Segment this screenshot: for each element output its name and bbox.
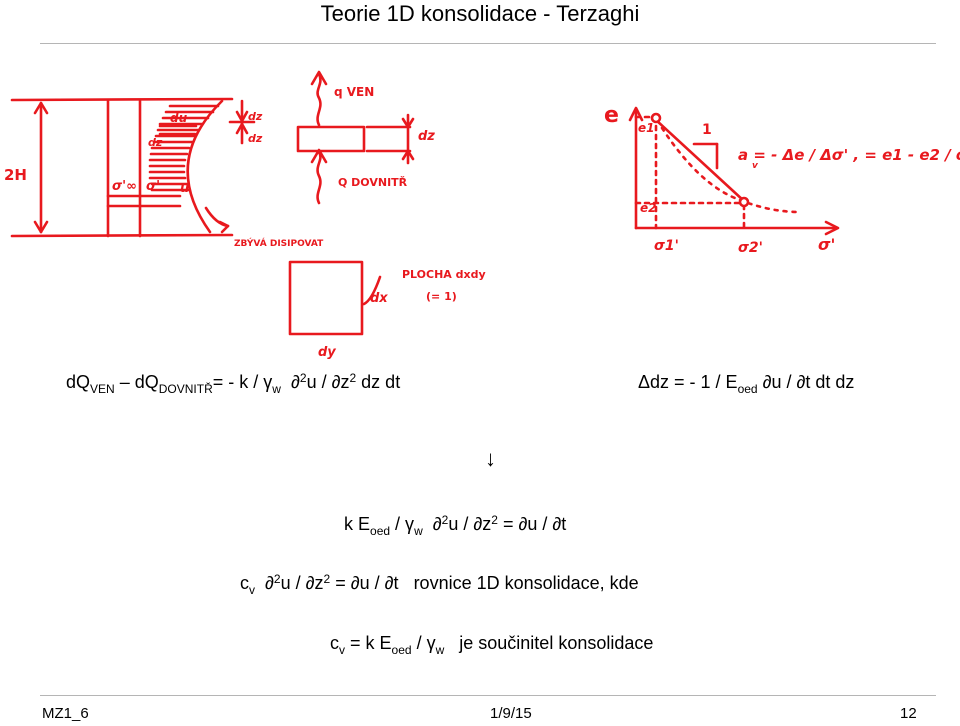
label-dissipate: ZBÝVÁ DISIPOVAT — [234, 237, 324, 249]
label-dz-right: dz — [248, 132, 263, 145]
label-av-sub: v — [752, 161, 759, 171]
footer-divider — [40, 695, 936, 696]
label-2h: 2H — [4, 166, 27, 184]
equation-coefficient: cv = k Eoed / γw je součinitel konsolida… — [330, 633, 654, 657]
label-av-formula: a = - Δe / Δσ' , = e1 - e2 / σ2' - σ1' — [738, 146, 960, 164]
label-du: du — [170, 111, 188, 125]
label-q-dovnitr: Q DOVNITŘ — [338, 176, 408, 189]
label-dz: dz — [148, 136, 163, 149]
equation-compression: Δdz = - 1 / Eoed ∂u / ∂t dt dz — [638, 372, 855, 396]
label-q-ven: q VEN — [334, 85, 374, 99]
label-e-axis: e — [604, 103, 619, 128]
label-z: dz — [248, 110, 263, 123]
equation-consolidation: cv ∂2u / ∂z2 = ∂u / ∂t rovnice 1D konsol… — [240, 572, 639, 597]
down-arrow: ↓ — [485, 446, 496, 471]
label-dx: dx — [370, 291, 388, 306]
footer-date: 1/9/15 — [490, 705, 532, 722]
label-sigma2: σ2' — [738, 240, 763, 256]
equation-combined: k Eoed / γw ∂2u / ∂z2 = ∂u / ∂t — [344, 513, 567, 538]
consolidation-sketch: 2H du dz σ'∞ σ' u ZBÝVÁ DISIPOVAT dz dz … — [4, 70, 960, 360]
label-sigma1: σ1' — [654, 238, 679, 254]
label-one: 1 — [702, 122, 712, 138]
label-element-dz: dz — [418, 129, 435, 144]
equation-flow-balance: dQVEN – dQDOVNITŘ= - k / γw ∂2u / ∂z2 dz… — [66, 371, 401, 396]
footer-page-number: 12 — [900, 705, 917, 722]
coefficient-description: je součinitel konsolidace — [459, 633, 654, 653]
footer-course: MZ1_6 — [42, 705, 89, 722]
label-dy: dy — [318, 345, 336, 360]
equation-description: rovnice 1D konsolidace, kde — [413, 573, 639, 593]
label-sigma-axis: σ' — [818, 235, 835, 254]
top-divider — [40, 43, 936, 44]
label-u: u — [180, 181, 189, 196]
page-title: Teorie 1D konsolidace - Terzaghi — [320, 1, 640, 26]
label-area-value: (= 1) — [426, 290, 457, 303]
label-sigma: σ' — [146, 179, 160, 194]
label-e1: e1 — [638, 121, 655, 135]
label-area: PLOCHA dxdy — [402, 268, 486, 281]
label-e2: e2 — [640, 201, 657, 215]
label-sigma-inf: σ'∞ — [112, 179, 137, 194]
